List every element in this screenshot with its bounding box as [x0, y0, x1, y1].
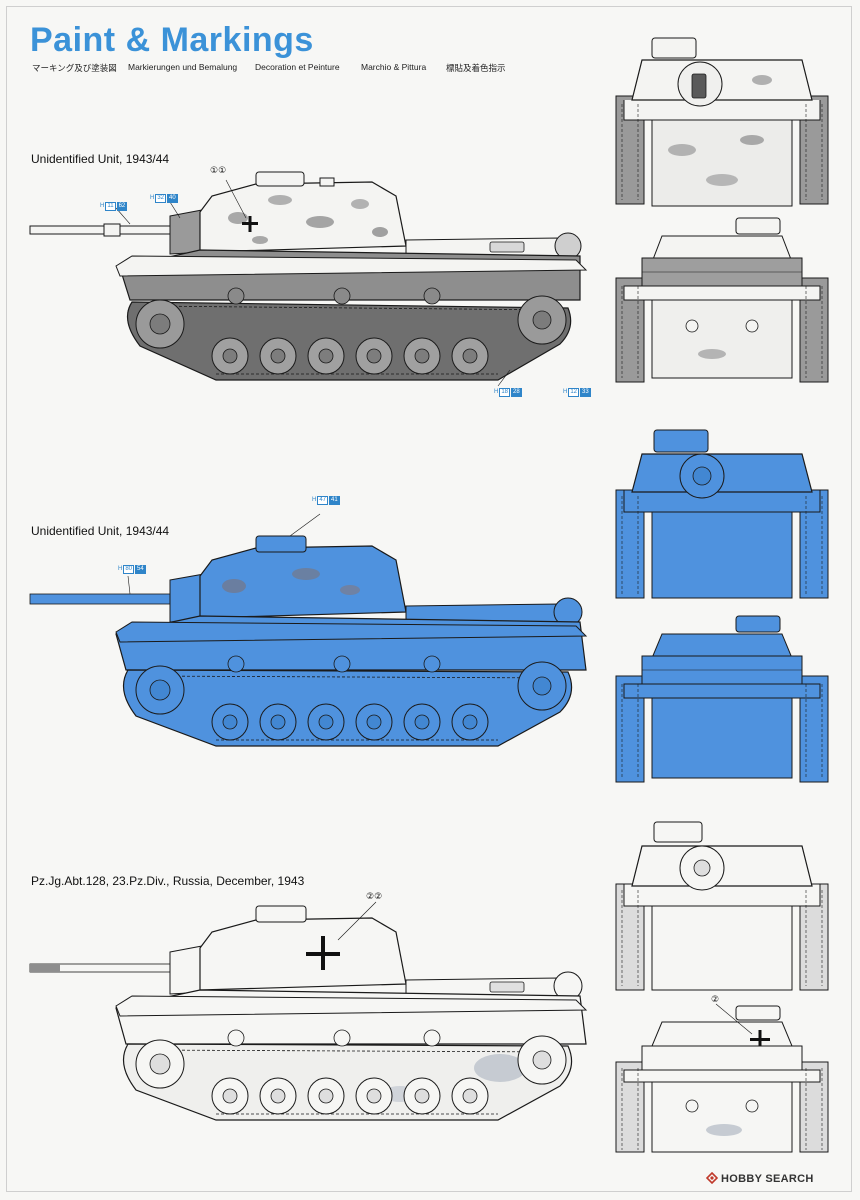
subtitle-italian: Marchio & Pittura: [361, 62, 427, 72]
scheme-2-title: Unidentified Unit, 1943/44: [31, 524, 170, 538]
scheme-2-front-view: [612, 426, 832, 602]
scheme-2-rear-view: [612, 612, 832, 784]
scheme-2-side-view: [20, 513, 620, 760]
subtitle-row: マーキング及び塗装図 Markierungen und Bemalung Dec…: [32, 62, 592, 76]
hobby-search-logo-icon: [706, 1172, 718, 1184]
scheme-3-rear-callout: ②: [711, 995, 720, 1005]
scheme-3-title: Pz.Jg.Abt.128, 23.Pz.Div., Russia, Decem…: [31, 874, 305, 888]
scheme-3-front-view: [612, 818, 832, 994]
hobby-search-watermark: HOBBY SEARCH: [706, 1172, 814, 1185]
balkenkreuz-icon: [242, 216, 258, 232]
balkenkreuz-icon: [306, 936, 340, 970]
scheme-3-rear-view: [612, 1003, 832, 1156]
subtitle-french: Decoration et Peinture: [255, 62, 340, 72]
scheme-1-rear-view: [612, 214, 832, 384]
subtitle-japanese: マーキング及び塗装図: [32, 63, 117, 73]
page-title: Paint & Markings: [30, 21, 314, 59]
scheme-1-front-view: [612, 30, 832, 210]
scheme-1-cross-callout: ①①: [210, 166, 227, 176]
scheme-3-cross-callout: ②②: [366, 892, 383, 902]
balkenkreuz-icon: [750, 1030, 770, 1050]
subtitle-chinese: 標貼及着色指示: [446, 63, 506, 73]
subtitle-german: Markierungen und Bemalung: [128, 62, 238, 72]
scheme-3-side-view: [20, 898, 620, 1138]
brand-text: HOBBY SEARCH: [721, 1173, 814, 1185]
scheme-1-side-view: [20, 160, 620, 400]
scheme-1-title: Unidentified Unit, 1943/44: [31, 152, 170, 166]
